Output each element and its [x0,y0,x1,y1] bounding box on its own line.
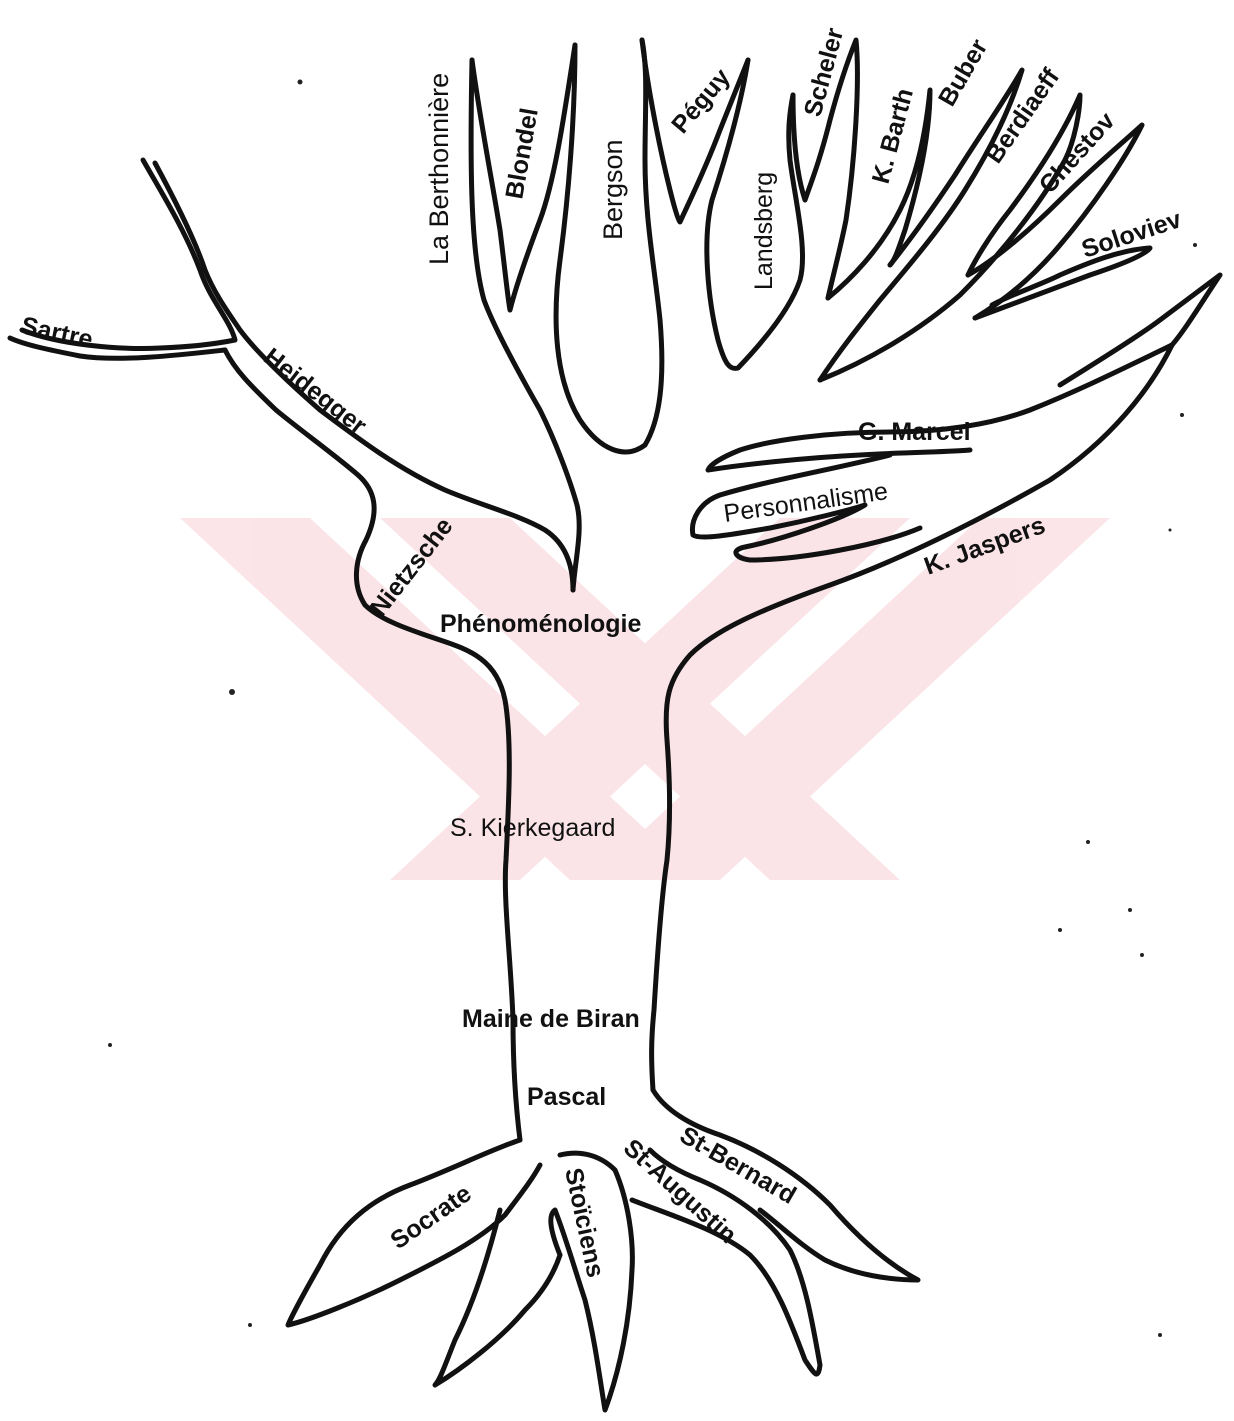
buber-branch [820,70,1022,380]
soloviev-branch [975,248,1150,318]
bergson-left-edge [556,45,645,452]
label-buber: Buber [933,34,993,111]
label-g-marcel: G. Marcel [858,418,971,446]
berdiaeff-branch [820,95,1080,380]
label-phenomenologie: Phénoménologie [440,610,642,638]
label-stoiciens: Stoïciens [559,1165,609,1280]
label-landsberg: Landsberg [750,172,778,290]
label-la-berthonniere: La Berthonnière [424,73,454,265]
barth-branch [828,90,930,298]
label-pascal: Pascal [527,1083,606,1111]
label-peguy: Péguy [666,63,736,139]
jaspers-branch [1060,275,1220,385]
label-k-barth: K. Barth [867,85,919,186]
label-maine-de-biran: Maine de Biran [462,1005,640,1033]
label-soloviev: Soloviev [1078,205,1185,263]
label-blondel: Blondel [500,106,543,201]
watermark-logo [180,518,1110,880]
label-bergson: Bergson [598,139,628,240]
root-stoiciens-left [435,1210,560,1385]
label-heidegger: Heidegger [258,343,372,440]
marcel-branch [708,345,1172,470]
label-kierkegaard: S. Kierkegaard [450,814,615,842]
